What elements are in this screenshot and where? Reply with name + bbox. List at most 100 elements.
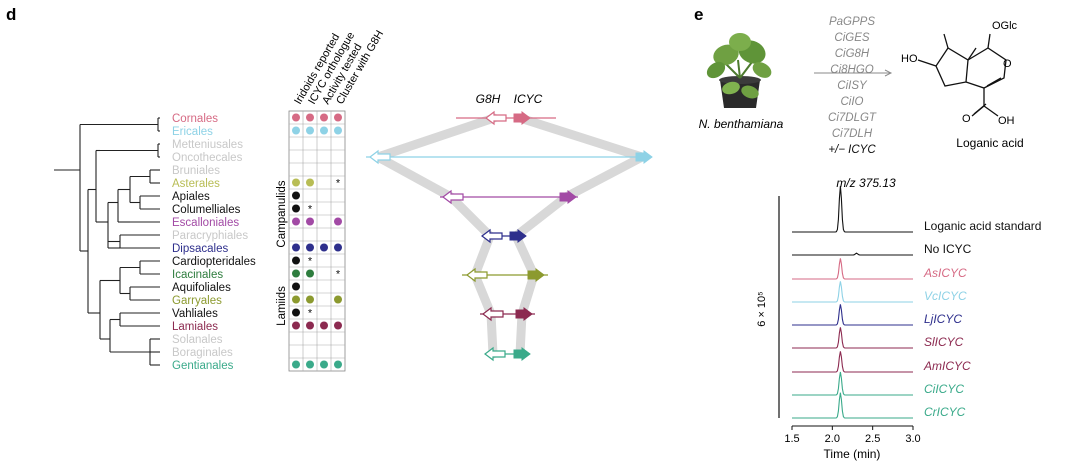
table-dot: [320, 321, 328, 330]
table-dot: [334, 113, 342, 122]
g8h-gene-arrow: [466, 267, 488, 283]
order-label: Bruniales: [172, 165, 220, 177]
order-label: Asterales: [172, 178, 220, 190]
trace-label: SlICYC: [924, 335, 964, 349]
order-label: Escalloniales: [172, 217, 239, 229]
enzyme-label: Ci8HGO: [830, 64, 874, 76]
chromatogram-trace: [792, 258, 913, 280]
table-dot: [292, 191, 300, 200]
group-label-campanulids: Campanulids: [276, 180, 288, 247]
table-dot: [306, 360, 314, 369]
feature-table: [288, 110, 346, 372]
table-dot: [320, 113, 328, 122]
table-dot: [306, 217, 314, 226]
table-dot: [334, 217, 342, 226]
order-label: Paracryphiales: [172, 230, 248, 242]
icyc-gene-arrow: [635, 150, 653, 164]
icyc-gene-arrow: [509, 229, 527, 243]
x-tick-label: 3.0: [905, 433, 920, 445]
chromatogram-trace: [792, 252, 913, 256]
icyc-gene-arrow: [515, 307, 533, 321]
gene-label-g8h: G8H: [476, 92, 501, 106]
order-label: Aquifoliales: [172, 282, 231, 294]
reaction-arrowhead: [884, 69, 893, 77]
order-label: Boraginales: [172, 347, 233, 359]
g8h-gene-arrow: [481, 228, 503, 244]
order-label: Lamiales: [172, 321, 218, 333]
table-dot: [334, 321, 342, 330]
trace-label: Loganic acid standard: [924, 219, 1041, 233]
gene-pair-diagram: [366, 110, 653, 362]
trace-label: CrICYC: [924, 405, 966, 419]
icyc-gene-arrow: [527, 268, 545, 282]
table-dot: [292, 113, 300, 122]
trace-label: AmICYC: [923, 359, 971, 373]
chart-title: m/z 375.13: [836, 176, 896, 190]
order-label: Columelliales: [172, 204, 241, 216]
chromatogram-trace: [792, 392, 913, 419]
table-dot: [320, 243, 328, 252]
g8h-gene-arrow: [482, 306, 504, 322]
panel-label-d: d: [6, 5, 16, 24]
g8h-gene-arrow: [369, 149, 391, 165]
icyc-gene-arrow: [513, 347, 531, 361]
trace-label: LjICYC: [924, 312, 962, 326]
synteny-ribbon: [515, 309, 527, 359]
table-star: *: [336, 269, 341, 281]
order-label: Apiales: [172, 191, 210, 203]
synteny-ribbon: [470, 270, 496, 319]
order-label: Solanales: [172, 334, 223, 346]
chromatogram-trace: [792, 327, 913, 349]
g8h-gene-arrow: [442, 189, 464, 205]
chromatogram-trace: [792, 304, 913, 326]
table-dot: [306, 178, 314, 187]
trace-label: CiICYC: [924, 382, 964, 396]
x-tick-label: 1.5: [784, 433, 799, 445]
synteny-ribbon: [446, 192, 495, 241]
phylogenetic-tree: [54, 117, 160, 366]
order-label: Dipsacales: [172, 243, 228, 255]
x-axis-title: Time (min): [824, 447, 881, 461]
table-dot: [292, 256, 300, 265]
table-dot: [292, 217, 300, 226]
order-label: Gentianales: [172, 360, 234, 372]
table-dot: [334, 360, 342, 369]
chromatogram-trace: [792, 351, 913, 373]
table-star: *: [308, 256, 313, 268]
synteny-ribbon: [511, 231, 539, 280]
structure-o-ring: O: [1003, 58, 1012, 70]
table-dot: [306, 269, 314, 278]
icyc-gene-arrow: [513, 111, 531, 125]
table-dot: [292, 178, 300, 187]
panel-d: d CornalesEricalesMetteniusalesOncotheca…: [6, 5, 653, 372]
table-star: *: [308, 308, 313, 320]
order-label: Oncothecales: [172, 152, 243, 164]
synteny-ribbon: [470, 231, 495, 280]
table-dot: [292, 321, 300, 330]
trace-label: VcICYC: [924, 289, 967, 303]
table-star: *: [336, 178, 341, 190]
y-scale-label: 6 × 10⁵: [756, 291, 768, 326]
loganic-acid-structure: [917, 33, 1007, 117]
enzyme-label: CiGES: [834, 32, 869, 44]
plant-image: [706, 33, 772, 108]
table-dot: [292, 126, 300, 135]
structure-ho: HO: [901, 53, 918, 65]
plant-label: N. benthamiana: [699, 117, 784, 131]
table-dot: [292, 360, 300, 369]
enzyme-label: Ci7DLH: [832, 128, 873, 140]
enzyme-label: PaGPPS: [829, 16, 875, 28]
enzyme-label: CiG8H: [835, 48, 870, 60]
table-dot: [334, 295, 342, 304]
synteny-ribbon: [511, 192, 571, 241]
table-dot: [306, 126, 314, 135]
x-tick-label: 2.0: [825, 433, 840, 445]
order-label: Metteniusales: [172, 139, 243, 151]
order-label: Icacinales: [172, 269, 223, 281]
table-dot: [292, 204, 300, 213]
table-star: *: [308, 204, 313, 216]
order-labels: CornalesEricalesMetteniusalesOncothecale…: [172, 113, 256, 372]
g8h-gene-arrow: [485, 110, 507, 126]
